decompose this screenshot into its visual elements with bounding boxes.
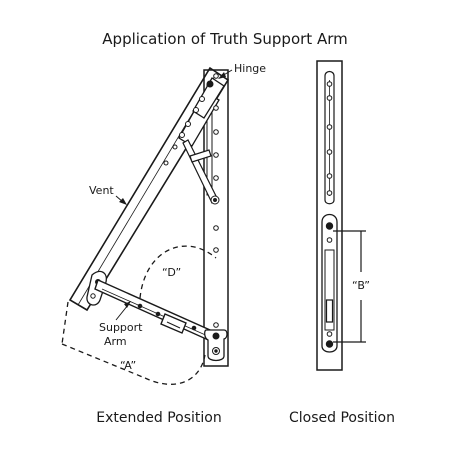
dimension-a-label: “A” (120, 359, 136, 372)
support-arm-label-line1: Support (99, 321, 143, 334)
extended-position-caption: Extended Position (96, 410, 221, 426)
dimension-a-lines (61, 301, 206, 385)
dimension-b-lines (333, 230, 366, 343)
closed-position-caption: Closed Position (289, 410, 395, 426)
dimension-d-label: “D” (162, 266, 181, 279)
closed-support-arm (321, 213, 338, 353)
support-arm-leader-arrowhead (124, 301, 131, 308)
closed-position-drawing: “B” (316, 60, 370, 371)
closed-frame-bar (316, 60, 343, 371)
hinge-label: Hinge (234, 62, 266, 75)
closed-upper-track (324, 70, 335, 205)
dimension-d-arc (139, 245, 217, 299)
support-arm-label-line2: Arm (104, 335, 127, 348)
support-arm (94, 279, 228, 362)
vent-label: Vent (89, 184, 114, 197)
extended-position-drawing: Hinge Vent Support Arm “A” “D” (61, 62, 266, 385)
frame-screws (213, 73, 219, 328)
dimension-b-label: “B” (352, 279, 370, 292)
diagram-title: Application of Truth Support Arm (102, 30, 347, 48)
hinge-assembly (163, 77, 225, 205)
vent-leader-arrowhead (119, 198, 127, 205)
hinge-leader-arrowhead (218, 72, 226, 79)
